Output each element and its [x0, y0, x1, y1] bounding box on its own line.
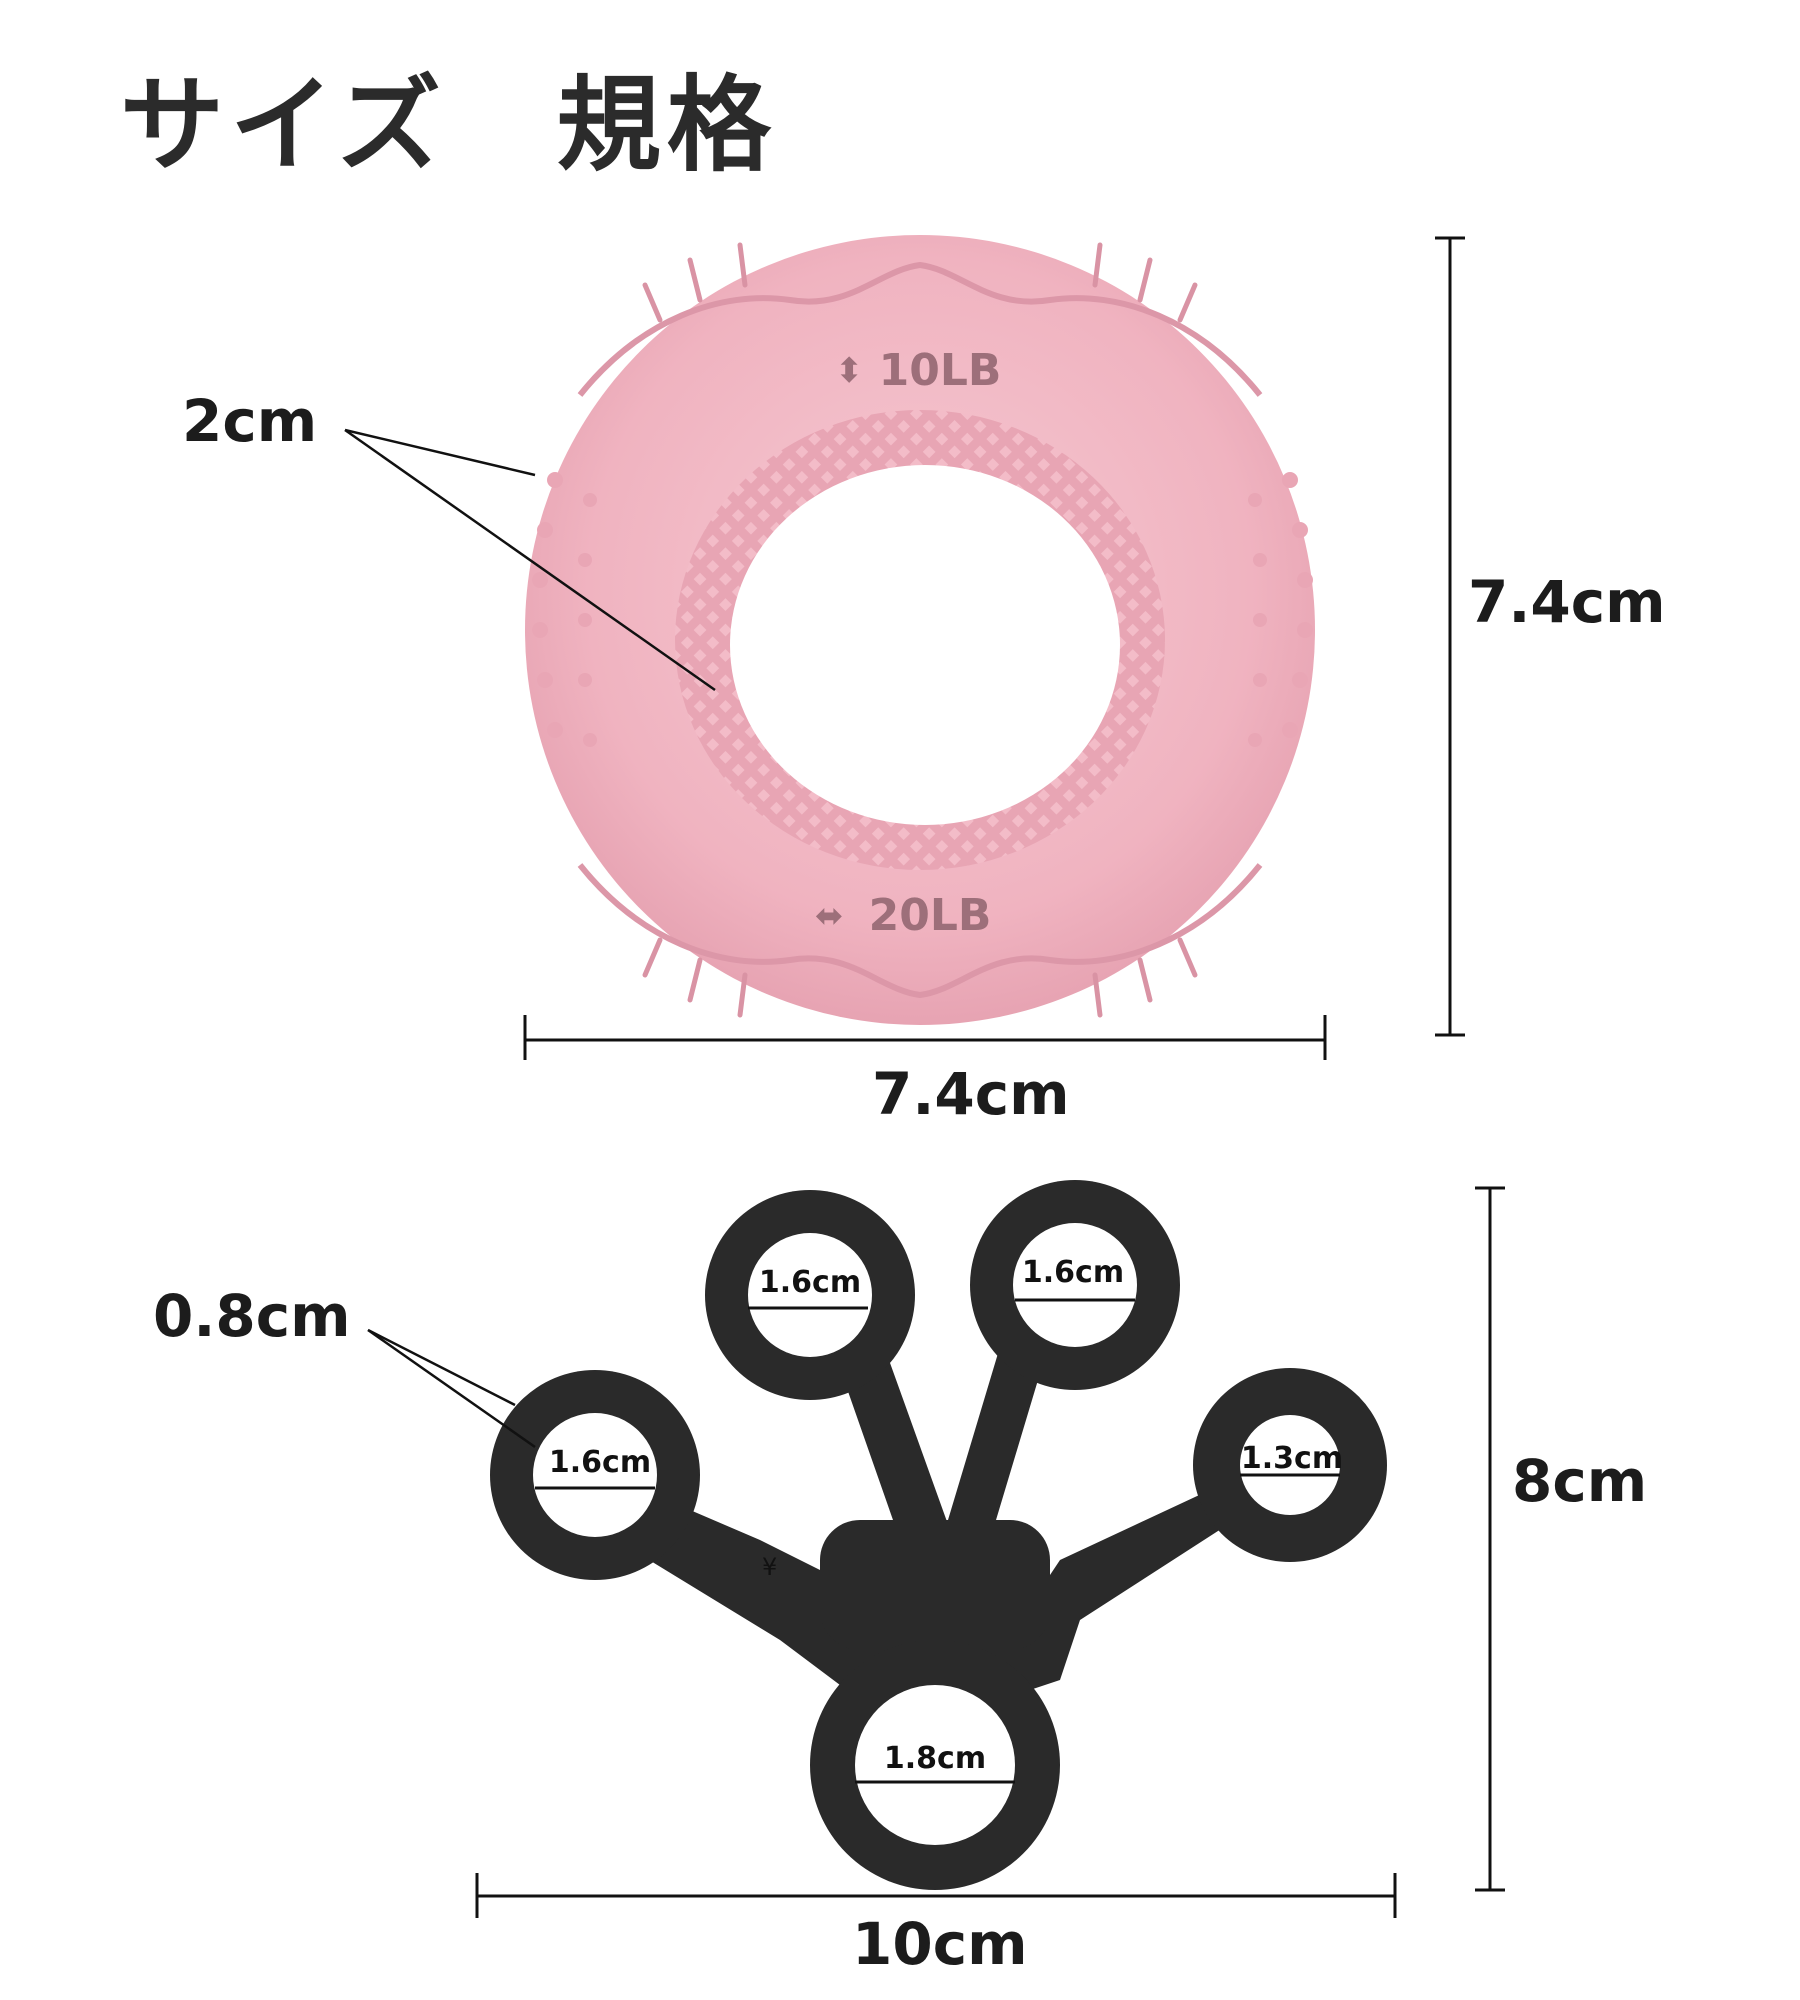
ring-hole — [730, 465, 1120, 825]
grip-ring: 10LB ⬍ 20LB ⬌ — [525, 235, 1315, 1025]
hole-label-middle: 1.6cm — [1022, 1255, 1124, 1290]
ring-bottom-arrow-icon: ⬌ — [815, 896, 844, 936]
stretcher-height-label: 8cm — [1512, 1447, 1648, 1515]
stretcher-width-dimension — [475, 1873, 1397, 1918]
finger-stretcher-holes — [533, 1223, 1340, 1845]
hole-label-left: 1.6cm — [549, 1445, 651, 1480]
ring-height-label: 7.4cm — [1468, 568, 1666, 636]
ring-thickness-leader — [344, 428, 716, 692]
hole-label-thumb: 1.8cm — [884, 1741, 986, 1776]
hole-label-index: 1.6cm — [759, 1265, 861, 1300]
ring-bottom-band — [577, 863, 1263, 999]
ring-top-strength: 10LB — [879, 345, 1002, 396]
ring-width-dimension — [523, 1015, 1327, 1060]
finger-stretcher — [490, 1180, 1387, 1890]
stretcher-height-dimension — [1475, 1186, 1505, 1892]
stretcher-thickness-label: 0.8cm — [153, 1282, 351, 1350]
hole-label-pinky: 1.3cm — [1241, 1441, 1343, 1476]
stretcher-palm — [820, 1520, 1050, 1650]
stretcher-thickness-leader — [367, 1328, 536, 1449]
ring-grooves — [642, 242, 1198, 1018]
ring-bottom-strength: 20LB — [869, 890, 992, 941]
ring-height-dimension — [1435, 236, 1465, 1037]
hole-diameter-lines — [535, 1298, 1340, 1784]
ring-top-band — [577, 261, 1263, 397]
stretcher-mark: ¥ — [762, 1553, 777, 1581]
ring-top-arrow-icon: ⬍ — [835, 351, 864, 391]
page-title: サイズ 規格 — [120, 64, 777, 186]
stretcher-middle-arm — [945, 1330, 1050, 1540]
ring-bumps — [532, 472, 1313, 747]
ring-thickness-label: 2cm — [182, 387, 318, 455]
ring-width-label: 7.4cm — [872, 1060, 1070, 1128]
stretcher-width-label: 10cm — [852, 1910, 1028, 1978]
